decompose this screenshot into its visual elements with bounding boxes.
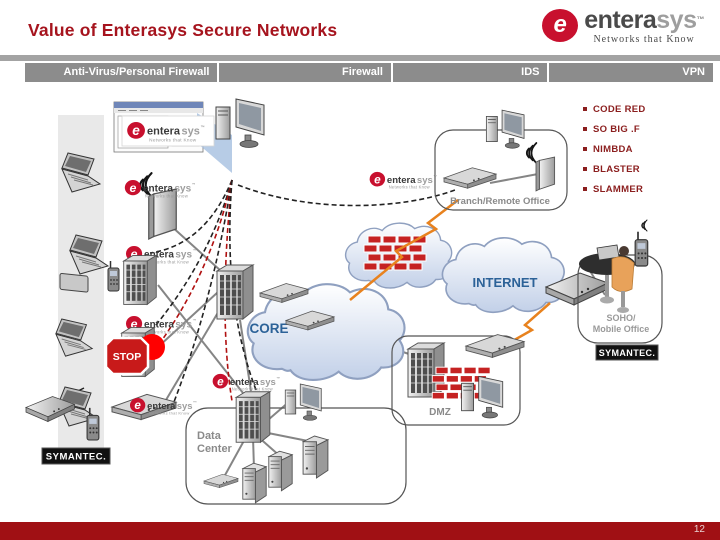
branch-router [443, 167, 497, 189]
data-center-label-2: Center [197, 443, 233, 455]
page-title: Value of Enterasys Secure Networks [28, 20, 338, 40]
segment-firewall: Firewall [219, 63, 391, 82]
threat-label: SO BIG .F [593, 123, 641, 135]
branch-label: Branch/Remote Office [450, 196, 550, 207]
internet-label: INTERNET [473, 275, 538, 290]
symantec-badge: SYMANTEC. [595, 344, 659, 361]
threat-label: BLASTER [593, 163, 640, 175]
footer-bar: 12 [0, 522, 720, 540]
bullet-icon [583, 187, 587, 191]
threat-label: SLAMMER [593, 183, 644, 195]
enterasys-wordmark: enterasys™ [584, 7, 704, 33]
branch-pc [485, 109, 525, 149]
symantec-badge: SYMANTEC. [41, 447, 111, 465]
attack-bolt-icon [349, 199, 459, 301]
enterasys-e-icon: e [542, 9, 579, 42]
logo-tagline: Networks that Know [593, 34, 695, 45]
dmz-zone: DMZ [391, 335, 521, 426]
branch-access-point [535, 156, 556, 192]
user-laptop-cluster [59, 234, 120, 293]
wireless-signal-icon [641, 219, 648, 232]
threat-label: CODE RED [593, 103, 646, 115]
core-label: CORE [249, 321, 288, 336]
server-tower [268, 450, 293, 492]
threat-item: NIMBDA [583, 139, 646, 159]
symantec-label: SYMANTEC. [599, 348, 656, 358]
bullet-icon [583, 167, 587, 171]
datacenter-pc [284, 383, 322, 421]
edge-switch [123, 255, 157, 305]
data-center-zone: Data Center [185, 383, 407, 505]
threat-list: CODE RED SO BIG .F NIMBDA BLASTER SLAMME… [583, 99, 646, 199]
enterasys-mini-logo [212, 373, 280, 392]
attack-bolt-icon [501, 302, 551, 349]
stop-sign-icon: STOP [104, 336, 150, 376]
enterasys-mini-logo [369, 171, 437, 190]
dmz-label: DMZ [429, 407, 451, 418]
enterasys-mini-logo [124, 179, 196, 199]
threat-item: CODE RED [583, 99, 646, 119]
enterasys-logo: e enterasys™ Networks that Know [542, 7, 704, 45]
trademark-symbol: ™ [696, 15, 705, 24]
wordmark-part2: sys [656, 6, 697, 34]
person-body-icon [611, 256, 635, 292]
wireless-signal-icon [525, 142, 538, 164]
bullet-icon [583, 147, 587, 151]
threat-item: SLAMMER [583, 179, 646, 199]
dmz-server [461, 375, 504, 419]
core-chassis-switch [216, 264, 254, 320]
bullet-icon [583, 107, 587, 111]
soho-zone: SOHO/ Mobile Office [577, 244, 663, 344]
threat-label: NIMBDA [593, 143, 633, 155]
person-head-icon [619, 246, 629, 256]
threat-item: BLASTER [583, 159, 646, 179]
datacenter-switch [235, 391, 271, 443]
datacenter-flat-switch [203, 473, 239, 489]
security-layers-bar: Anti-Virus/Personal Firewall Firewall ID… [25, 63, 713, 82]
soho-label-1: SOHO/ [606, 313, 636, 323]
segment-ids: IDS [392, 63, 548, 82]
stop-label: STOP [113, 351, 141, 363]
network-diagram: e entera sys ™ Networks that Know [25, 98, 663, 505]
chair-foot-icon [617, 307, 629, 313]
threat-item: SO BIG .F [583, 119, 646, 139]
data-center-label-1: Data [197, 430, 222, 442]
desk-foot-icon [600, 296, 614, 304]
segment-antivirus: Anti-Virus/Personal Firewall [25, 63, 218, 82]
soho-label-2: Mobile Office [593, 324, 650, 334]
header-divider [0, 55, 720, 61]
wordmark-part1: entera [584, 6, 657, 34]
dmz-uplink-switch [465, 333, 525, 359]
bullet-icon [583, 127, 587, 131]
server-tower [242, 462, 267, 504]
mobile-phone-icon [107, 260, 120, 292]
segment-vpn: VPN [549, 63, 713, 82]
mobile-phone-icon [634, 230, 649, 267]
pda-icon [59, 273, 89, 293]
page-number: 12 [693, 524, 705, 535]
server-tower [302, 435, 329, 479]
symantec-label: SYMANTEC. [46, 452, 106, 463]
branch-zone: Branch/Remote Office [434, 109, 568, 211]
